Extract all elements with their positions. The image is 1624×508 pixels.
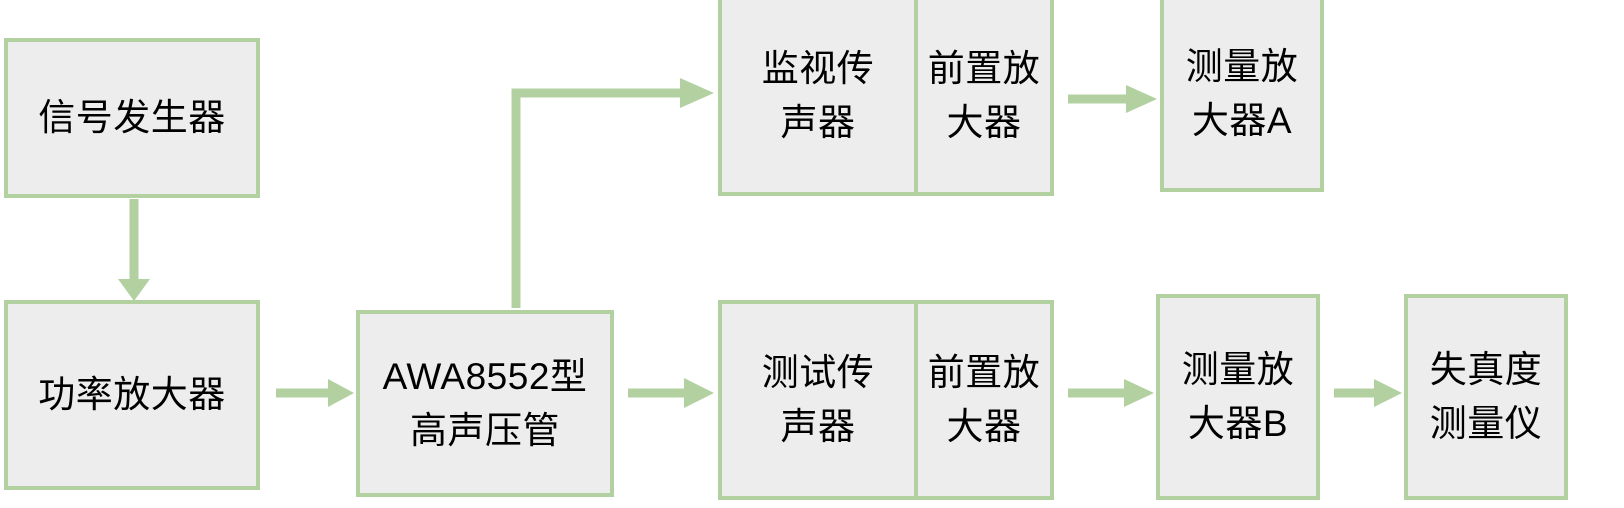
- connector-awa8552-to-test-mic: [628, 378, 714, 408]
- node-label: 前置放 大器: [927, 352, 1041, 447]
- node-label: 测量放 大器A: [1185, 46, 1299, 141]
- node-label: 功率放大器: [38, 374, 226, 416]
- connector-preamp-top-to-meas-amp-a: [1068, 85, 1157, 113]
- node-signal-generator[interactable]: 信号发生器: [4, 38, 260, 198]
- node-label: AWA8552型 高声压管: [382, 355, 588, 451]
- connector-preamp-bottom-to-meas-amp-b: [1068, 379, 1154, 407]
- connector-signal-generator-to-power-amplifier: [118, 199, 150, 301]
- node-label: 测试传 声器: [761, 352, 875, 447]
- node-measurement-amplifier-a[interactable]: 测量放 大器A: [1160, 0, 1324, 192]
- node-preamplifier-top[interactable]: 前置放 大器: [914, 0, 1054, 196]
- node-label: 测量放 大器B: [1181, 349, 1295, 444]
- connector-meas-amp-b-to-distortion-meter: [1334, 379, 1402, 407]
- node-distortion-meter[interactable]: 失真度 测量仪: [1404, 294, 1568, 500]
- node-label: 失真度 测量仪: [1429, 349, 1543, 444]
- node-awa8552-high-sound-pressure-tube[interactable]: AWA8552型 高声压管: [356, 310, 614, 497]
- node-label: 监视传 声器: [761, 48, 875, 143]
- node-label: 前置放 大器: [927, 48, 1041, 143]
- node-label: 信号发生器: [38, 97, 226, 139]
- node-preamplifier-bottom[interactable]: 前置放 大器: [914, 300, 1054, 500]
- node-monitor-microphone[interactable]: 监视传 声器: [718, 0, 918, 196]
- connector-awa8552-to-monitor-mic: [511, 78, 714, 308]
- node-power-amplifier[interactable]: 功率放大器: [4, 300, 260, 490]
- node-measurement-amplifier-b[interactable]: 测量放 大器B: [1156, 294, 1320, 500]
- node-test-microphone[interactable]: 测试传 声器: [718, 300, 918, 500]
- connector-power-amplifier-to-awa8552: [276, 379, 354, 407]
